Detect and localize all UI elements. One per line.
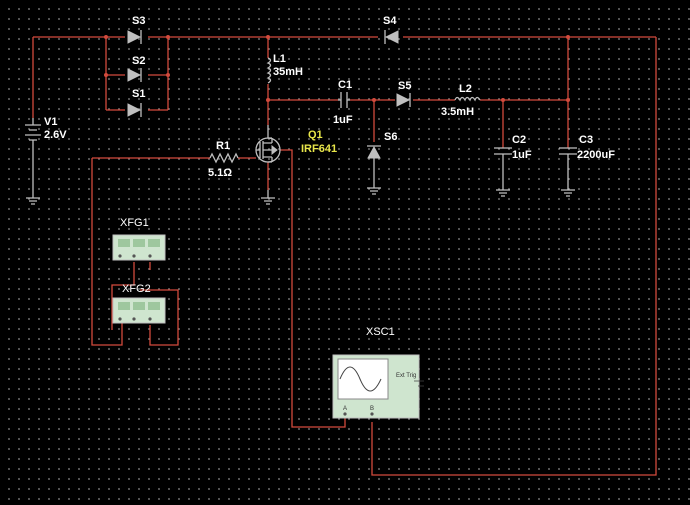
xsc1-ext-trig: Ext Trig	[396, 373, 416, 379]
xfg1-ref: XFG1	[120, 217, 149, 229]
junction-dots	[104, 35, 570, 102]
c2-ref: C2	[512, 134, 526, 146]
c2-value: 1uF	[512, 149, 532, 161]
r1-ref: R1	[216, 140, 230, 152]
diode-s3[interactable]: S3	[127, 15, 145, 44]
inductor-l1[interactable]: L1 35mH	[266, 53, 303, 84]
oscilloscope-xsc1[interactable]: XSC1 Ext Trig A B	[332, 326, 424, 419]
l2-value: 3.5mH	[441, 106, 474, 118]
diode-s4[interactable]: S4	[383, 15, 399, 44]
l2-ref: L2	[459, 83, 472, 95]
v1-ref: V1	[44, 116, 57, 128]
resistor-r1[interactable]: R1 5.1Ω	[208, 140, 239, 179]
mosfet-q1[interactable]: Q1 IRF641	[255, 125, 337, 205]
s3-ref: S3	[132, 15, 145, 27]
wires	[32, 36, 657, 476]
xsc1-ch-b: B	[370, 406, 374, 412]
l1-value: 35mH	[273, 66, 303, 78]
c3-ref: C3	[579, 134, 593, 146]
q1-ref: Q1	[308, 129, 323, 141]
inductor-l2[interactable]: L2 3.5mH	[441, 83, 481, 118]
function-generator-xfg1[interactable]: XFG1	[112, 217, 166, 261]
q1-value: IRF641	[301, 143, 337, 155]
battery-v1[interactable]: V1 2.6V	[25, 116, 67, 205]
xsc1-ch-a: A	[343, 406, 347, 412]
scope-waveform	[339, 366, 382, 392]
s1-ref: S1	[132, 88, 145, 100]
function-generator-xfg2[interactable]: XFG2	[112, 283, 166, 324]
r1-value: 5.1Ω	[208, 167, 232, 179]
capacitor-c3[interactable]: C3 2200uF	[559, 134, 615, 197]
c1-ref: C1	[338, 79, 352, 91]
xsc1-ref: XSC1	[366, 326, 395, 338]
s4-ref: S4	[383, 15, 397, 27]
diode-s1[interactable]: S1	[127, 88, 145, 117]
capacitor-c1[interactable]: C1 1uF	[333, 79, 353, 126]
diode-s6[interactable]: S6	[367, 131, 397, 195]
diode-s5[interactable]: S5	[396, 80, 411, 107]
capacitor-c2[interactable]: C2 1uF	[494, 134, 532, 197]
diode-s2[interactable]: S2	[127, 55, 145, 82]
l1-ref: L1	[273, 53, 286, 65]
s2-ref: S2	[132, 55, 145, 67]
c1-value: 1uF	[333, 114, 353, 126]
s6-ref: S6	[384, 131, 397, 143]
s5-ref: S5	[398, 80, 411, 92]
v1-value: 2.6V	[44, 129, 67, 141]
c3-value: 2200uF	[577, 149, 615, 161]
xfg2-ref: XFG2	[122, 283, 151, 295]
